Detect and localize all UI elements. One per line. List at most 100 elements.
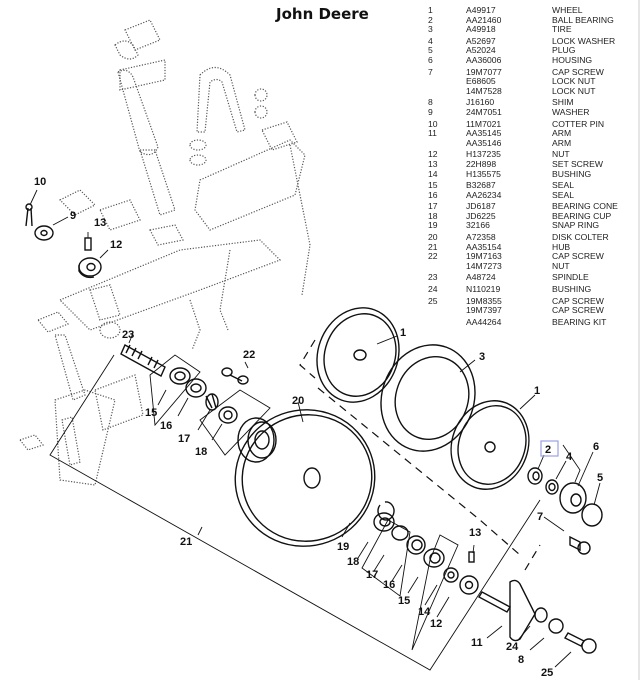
callout-3: 3	[479, 351, 485, 363]
part-description: CAP SCREW	[552, 251, 604, 262]
part-number-index: 9	[428, 106, 433, 117]
set-screw-part-top	[84, 237, 92, 251]
part-description: ARM	[552, 128, 572, 139]
part-description: BEARING KIT	[552, 316, 607, 327]
bearing-cup-part-left	[218, 406, 238, 424]
part-code: 19M7397	[466, 305, 502, 316]
cap-screw-part-25	[564, 632, 597, 654]
part-code: 24M7051	[466, 106, 502, 117]
bearing-cone-part-left	[205, 393, 219, 411]
part-number-index: 21	[428, 241, 438, 252]
part-number-index: 1	[428, 5, 433, 15]
part-code: AA35146	[466, 137, 502, 148]
part-code: N110219	[466, 284, 501, 295]
washer-part-right	[443, 567, 459, 583]
tire-part	[380, 344, 476, 452]
callout-10: 10	[34, 176, 46, 188]
part-number-index: 22	[428, 251, 438, 262]
callout-11: 11	[471, 637, 483, 649]
part-description: BALL BEARING	[552, 14, 614, 25]
part-code: A52697	[466, 35, 496, 46]
part-description: LOCK NUT	[552, 76, 596, 87]
part-code: A49917	[466, 5, 496, 15]
part-code: 19M7077	[466, 66, 502, 77]
callout-8: 8	[518, 654, 524, 666]
bearing-cup-part-right	[373, 512, 395, 532]
lock-washer-part	[545, 479, 559, 495]
callout-15-left: 15	[145, 407, 157, 419]
part-code: 32166	[466, 220, 490, 231]
page-edge-divider	[638, 0, 640, 680]
callout-16-right: 16	[383, 579, 395, 591]
callout-5: 5	[597, 472, 603, 484]
part-number-index: 4	[428, 35, 433, 46]
callout-7: 7	[537, 511, 543, 523]
callout-24: 24	[506, 641, 519, 653]
part-description: CAP SCREW	[552, 66, 604, 77]
part-code: B32687	[466, 180, 496, 191]
part-code: 14M7273	[466, 260, 502, 271]
callout-6: 6	[593, 441, 599, 453]
part-number-index: 17	[428, 201, 438, 212]
callout-12-top: 12	[110, 239, 122, 251]
part-code: JD6187	[466, 201, 496, 212]
nut-part-bottom	[459, 575, 479, 595]
part-number-index: 12	[428, 149, 438, 160]
callout-2: 2	[545, 444, 551, 456]
cotter-pin-part	[25, 203, 33, 227]
part-description: TIRE	[552, 24, 572, 35]
part-code: H135575	[466, 168, 501, 179]
seal-part-left-2	[185, 378, 207, 398]
arm-part	[478, 579, 536, 642]
part-description: SNAP RING	[552, 220, 600, 231]
part-description: CAP SCREW	[552, 295, 604, 306]
callout-13-bottom: 13	[469, 527, 481, 539]
set-screw-part-bottom	[468, 551, 475, 563]
part-description: SEAL	[552, 180, 574, 191]
callout-1-bottom: 1	[534, 385, 540, 397]
callout-16-left: 16	[160, 420, 172, 432]
part-description: CAP SCREW	[552, 305, 604, 316]
wheel-part-outer	[450, 400, 530, 490]
parts-list-row: 19M7397 CAP SCREW	[426, 306, 640, 316]
wheel-assembly-bracket	[299, 339, 541, 571]
part-number-index: 8	[428, 97, 433, 108]
shim-part	[548, 618, 564, 634]
part-code: A49918	[466, 24, 496, 35]
bushing-part-24	[534, 607, 548, 623]
ball-bearing-part	[527, 467, 543, 485]
callout-23: 23	[122, 329, 134, 341]
part-number-index: 11	[428, 128, 437, 139]
part-number-index: 15	[428, 180, 438, 191]
part-description: PLUG	[552, 45, 576, 56]
part-number-index: 10	[428, 118, 438, 129]
part-code: AA26234	[466, 189, 502, 200]
frame-assembly-outline	[18, 19, 311, 486]
part-code: AA35154	[466, 241, 502, 252]
callout-17-right: 17	[366, 569, 378, 581]
seal-part-left	[169, 367, 191, 385]
parts-list-row: 15 B32687 SEAL	[426, 180, 640, 191]
part-code: 14M7528	[466, 85, 502, 96]
callout-19: 19	[337, 541, 349, 553]
callout-4: 4	[566, 451, 573, 463]
bearing-bracket-left	[199, 389, 271, 456]
part-number-index: 13	[428, 158, 438, 169]
